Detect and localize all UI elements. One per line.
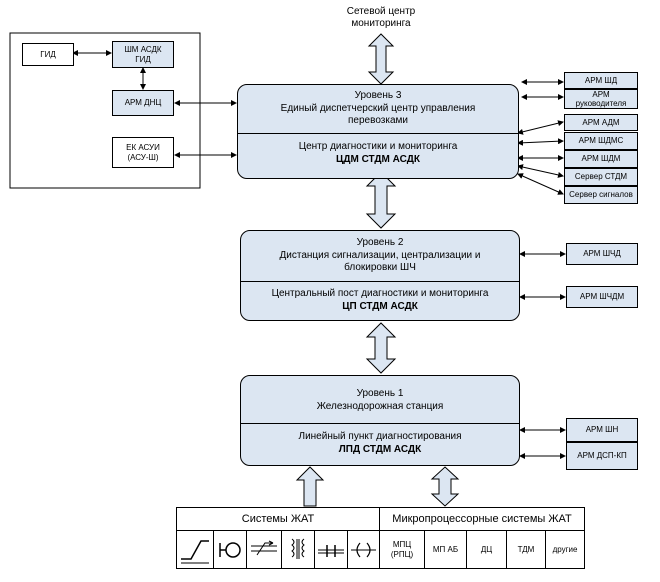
level2-desc-line1: Дистанция сигнализации, централизации и — [279, 249, 481, 261]
level3-title: Уровень 3 — [354, 90, 402, 101]
micro-item-tdm: ТДМ — [506, 530, 546, 569]
arm-shdms-box: АРМ ШДМС — [564, 132, 638, 150]
ek-asui-label: ЕК АСУИ — [126, 143, 160, 153]
level2-header: Уровень 2 Дистанция сигнализации, центра… — [241, 237, 519, 275]
micro-item-dc-label: ДЦ — [480, 544, 493, 554]
insulator-symbol-icon — [318, 545, 344, 557]
level2-desc-line2: блокировки ШЧ — [344, 262, 416, 273]
level3-level2-arrow — [365, 171, 397, 229]
asu-sh-label: (АСУ-Ш) — [127, 152, 159, 162]
coupler-symbol-cell — [347, 530, 380, 569]
cable-symbol-icon — [251, 540, 277, 556]
shm-asdk-gid-box: ШМ АСДК ГИД — [112, 41, 174, 68]
arm-dnc-label: АРМ ДНЦ — [124, 98, 162, 108]
level3-header: Уровень 3 Единый диспетчерский центр упр… — [238, 90, 518, 128]
arm-shchd-label: АРМ ШЧД — [583, 249, 621, 259]
micro-header-label: Микропроцессорные системы ЖАТ — [392, 512, 572, 525]
l3-armshdms-link — [517, 138, 564, 146]
server-stdm-box: Сервер СТДМ — [564, 168, 638, 186]
level1-panel: Уровень 1 Железнодорожная станция Линейн… — [240, 375, 520, 466]
level2-title: Уровень 2 — [356, 237, 404, 248]
level3-footer: Центр диагностики и мониторинга ЦДМ СТДМ… — [238, 141, 518, 166]
micro-item-mpc-label: МПЦ (РПЦ) — [390, 540, 414, 559]
network-center-line1: Сетевой центр — [346, 6, 416, 17]
arm-adm-box: АРМ АДМ — [564, 114, 638, 131]
arm-adm-label: АРМ АДМ — [582, 117, 620, 127]
arm-rukovoditelya-label: АРМ руководителя — [575, 89, 627, 108]
level3-desc-line2: перевозками — [348, 115, 408, 126]
network-center-line2: мониторинга — [351, 18, 411, 29]
gid-box: ГИД — [22, 43, 74, 66]
arm-shchd-box: АРМ ШЧД — [566, 243, 638, 265]
shm-gid-label: ГИД — [135, 54, 151, 64]
level2-panel: Уровень 2 Дистанция сигнализации, центра… — [240, 230, 520, 321]
transformer-symbol-icon — [291, 538, 305, 559]
level2-code: ЦП СТДМ АСДК — [342, 300, 418, 312]
zhat-header: Системы ЖАТ — [176, 507, 380, 531]
arm-shdm-label: АРМ ШДМ — [581, 154, 621, 164]
micro-item-other-label: другие — [552, 544, 578, 554]
systems-table: Системы ЖАТ Микропроцессорные системы ЖА… — [176, 507, 585, 569]
arm-rukovoditelya-box: АРМ руководителя — [564, 89, 638, 109]
gid-label: ГИД — [40, 49, 56, 59]
arm-dsp-kp-box: АРМ ДСП-КП — [566, 442, 638, 470]
micro-item-mpab: МП АБ — [424, 530, 467, 569]
l3-serverstdm-link — [517, 164, 564, 178]
zhat-level1-arrow — [295, 466, 325, 507]
arm-shdms-label: АРМ ШДМС — [578, 136, 624, 146]
circle-symbol-icon — [219, 542, 241, 558]
arm-shchdm-label: АРМ ШЧДМ — [579, 292, 625, 302]
insulator-symbol-cell — [314, 530, 348, 569]
network-level3-arrow — [367, 33, 395, 85]
l3-armadm-link — [517, 120, 564, 135]
level3-desc-line1: Единый диспетчерский центр управления — [280, 102, 476, 114]
level3-code: ЦДМ СТДМ АСДК — [336, 153, 420, 165]
micro-item-tdm-label: ТДМ — [517, 544, 535, 554]
level3-panel: Уровень 3 Единый диспетчерский центр упр… — [237, 84, 519, 179]
arm-shn-label: АРМ ШН — [585, 425, 619, 435]
level1-title: Уровень 1 — [356, 388, 404, 399]
arm-shn-box: АРМ ШН — [566, 418, 638, 442]
level3-divider — [238, 133, 518, 134]
arm-shdm-box: АРМ ШДМ — [564, 150, 638, 168]
level2-footer: Центральный пост диагностики и мониторин… — [241, 288, 519, 313]
ek-asui-box: ЕК АСУИ (АСУ-Ш) — [112, 137, 174, 168]
l3-serversig-link — [517, 173, 564, 195]
micro-item-dc: ДЦ — [466, 530, 507, 569]
arm-shd-label: АРМ ШД — [584, 75, 618, 85]
circle-symbol-cell — [213, 530, 247, 569]
level1-center: Линейный пункт диагностирования — [298, 431, 462, 442]
level1-desc-line1: Железнодорожная станция — [316, 400, 444, 412]
micro-item-other: другие — [545, 530, 585, 569]
micro-item-mpab-label: МП АБ — [432, 544, 459, 554]
level2-center: Центральный пост диагностики и мониторин… — [271, 288, 489, 299]
transformer-symbol-cell — [281, 530, 315, 569]
micro-level1-arrow — [430, 466, 460, 507]
zhat-header-label: Системы ЖАТ — [241, 512, 315, 525]
left-group-frame — [9, 32, 201, 189]
level1-divider — [241, 423, 519, 424]
server-stdm-label: Сервер СТДМ — [574, 172, 628, 182]
arm-dsp-kp-label: АРМ ДСП-КП — [577, 451, 627, 461]
level2-divider — [241, 281, 519, 282]
level3-center: Центр диагностики и мониторинга — [298, 141, 458, 152]
server-signals-box: Сервер сигналов — [564, 186, 638, 204]
arm-dnc-box: АРМ ДНЦ — [112, 90, 174, 116]
level2-level1-arrow — [365, 322, 397, 374]
micro-header: Микропроцессорные системы ЖАТ — [379, 507, 585, 531]
coupler-symbol-icon — [351, 542, 376, 558]
shm-asdk-label: ШМ АСДК — [124, 45, 162, 55]
network-center-label: Сетевой центр мониторинга — [321, 6, 441, 30]
server-signals-label: Сервер сигналов — [569, 190, 633, 200]
arm-shd-box: АРМ ШД — [564, 72, 638, 89]
signal-symbol-cell — [176, 530, 214, 569]
level1-header: Уровень 1 Железнодорожная станция — [241, 388, 519, 413]
level1-code: ЛПД СТДМ АСДК — [338, 443, 422, 455]
level1-footer: Линейный пункт диагностирования ЛПД СТДМ… — [241, 431, 519, 456]
micro-item-mpc: МПЦ (РПЦ) — [379, 530, 425, 569]
arm-shchdm-box: АРМ ШЧДМ — [566, 286, 638, 308]
signal-symbol-icon — [181, 540, 209, 564]
cable-symbol-cell — [246, 530, 282, 569]
